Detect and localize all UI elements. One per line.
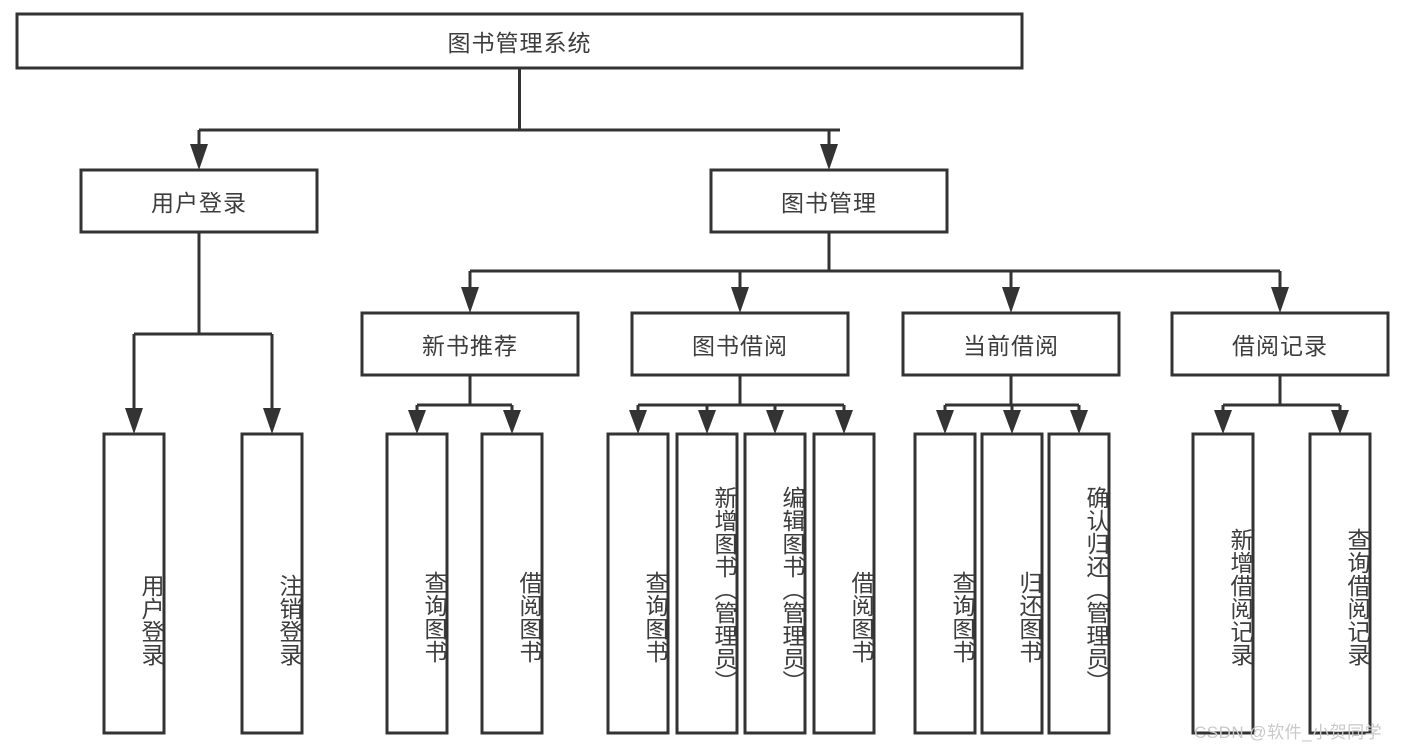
arrow-head-icon <box>1331 410 1349 434</box>
node-label-leaf-3: 查询图书 <box>421 571 447 663</box>
node-box-user-login[interactable] <box>79 168 319 234</box>
arrow-head-icon <box>408 410 426 434</box>
node-label-leaf-5: 查询图书 <box>642 571 668 663</box>
arrow-head-icon <box>263 408 281 434</box>
arrow-head-icon <box>1003 410 1021 434</box>
connector-group-current-borrow <box>936 375 1088 434</box>
node-box-root[interactable] <box>15 12 1024 70</box>
node-label-leaf-11: 确认归还（管理员） <box>1083 485 1109 693</box>
node-label-leaf-13: 查询借阅记录 <box>1344 528 1370 666</box>
node-box-book-borrowing[interactable] <box>630 311 850 377</box>
node-box-leaf-5[interactable] <box>606 432 670 735</box>
node-box-leaf-11[interactable] <box>1047 432 1111 735</box>
node-box-leaf-10[interactable] <box>980 432 1044 735</box>
node-box-leaf-9[interactable] <box>913 432 977 735</box>
node-box-leaf-7[interactable] <box>743 432 807 735</box>
arrow-head-icon <box>698 410 716 434</box>
node-box-leaf-13[interactable] <box>1308 432 1372 735</box>
node-label-root: 图书管理系统 <box>447 30 592 56</box>
arrow-head-icon <box>1002 287 1020 313</box>
node-box-borrowing-record[interactable] <box>1170 311 1390 377</box>
arrow-head-icon <box>1070 410 1088 434</box>
arrow-head-icon <box>820 144 838 170</box>
node-label-book-borrowing: 图书借阅 <box>692 333 788 359</box>
node-label-user-login: 用户登录 <box>151 190 247 216</box>
arrow-head-icon <box>1214 410 1232 434</box>
node-box-book-management[interactable] <box>709 168 949 234</box>
node-label-leaf-6: 新增图书（管理员） <box>711 485 737 693</box>
node-label-leaf-10: 归还图书 <box>1016 571 1042 663</box>
node-box-leaf-2[interactable] <box>240 432 304 735</box>
arrow-head-icon <box>766 410 784 434</box>
node-label-leaf-4: 借阅图书 <box>516 571 542 663</box>
arrow-head-icon <box>731 287 749 313</box>
connector-group-book-management <box>461 232 1289 313</box>
node-label-leaf-7: 编辑图书（管理员） <box>779 485 805 693</box>
node-box-leaf-6[interactable] <box>675 432 739 735</box>
node-label-leaf-12: 新增借阅记录 <box>1227 528 1253 666</box>
arrow-head-icon <box>629 410 647 434</box>
arrow-head-icon <box>461 287 479 313</box>
arrow-head-icon <box>503 410 521 434</box>
node-box-current-borrowing[interactable] <box>901 311 1121 377</box>
node-label-current-borrowing: 当前借阅 <box>963 333 1059 359</box>
node-label-borrowing-record: 借阅记录 <box>1232 333 1328 359</box>
arrow-head-icon <box>1271 287 1289 313</box>
node-label-leaf-1: 用户登录 <box>138 574 164 666</box>
connector-group-user-login <box>125 232 281 434</box>
node-box-leaf-3[interactable] <box>385 432 449 735</box>
connector-group-borrow-record <box>1214 375 1349 434</box>
node-box-leaf-1[interactable] <box>102 432 166 735</box>
node-label-new-book-recommendation: 新书推荐 <box>422 333 518 359</box>
connector-group-book-borrow <box>629 375 853 434</box>
node-label-leaf-9: 查询图书 <box>949 571 975 663</box>
connector-group-root <box>190 68 840 170</box>
arrow-head-icon <box>125 408 143 434</box>
connector-group-new-book-rec <box>408 375 521 434</box>
node-box-leaf-8[interactable] <box>812 432 876 735</box>
node-label-leaf-2: 注销登录 <box>276 574 302 666</box>
watermark-text: CSDN @软件_小贺同学 <box>1194 723 1383 742</box>
arrow-head-icon <box>936 410 954 434</box>
node-box-leaf-4[interactable] <box>480 432 544 735</box>
arrow-head-icon <box>190 144 208 170</box>
node-box-new-book-recommendation[interactable] <box>360 311 580 377</box>
arrow-head-icon <box>835 410 853 434</box>
node-box-leaf-12[interactable] <box>1191 432 1255 735</box>
node-label-book-management: 图书管理 <box>781 190 877 216</box>
node-label-leaf-8: 借阅图书 <box>848 571 874 663</box>
